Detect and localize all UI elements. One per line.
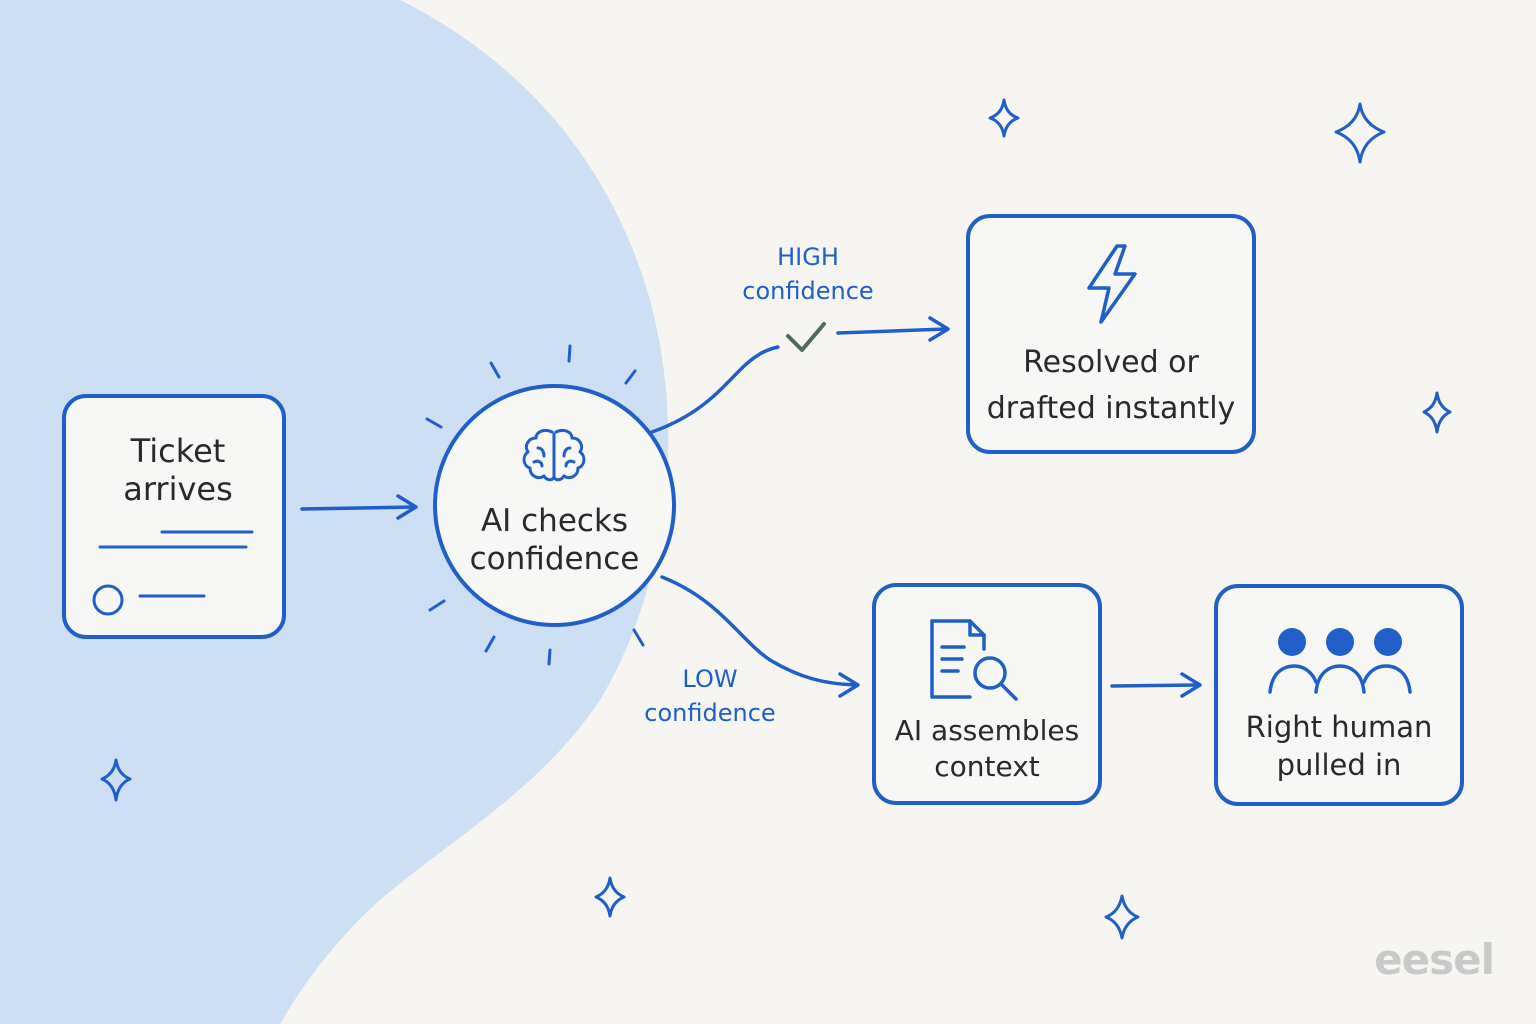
node-ai-assembles-label-line2: context <box>934 750 1040 783</box>
arrow-low-to-assemble <box>660 575 860 698</box>
node-resolved-label: Resolved or drafted instantly <box>970 340 1252 432</box>
node-ticket-arrives: Ticket arrives <box>62 394 286 639</box>
document-lines-icon <box>92 530 254 616</box>
sparkle-icon <box>1104 894 1140 940</box>
sparkle-icon <box>1422 391 1452 434</box>
sparkle-icon <box>1334 102 1386 164</box>
sparkle-icon <box>100 758 132 802</box>
node-ticket-label-line2: arrives <box>123 470 233 508</box>
node-ai-checks-label-line2: confidence <box>469 541 640 577</box>
branch-high-label: HIGH confidence <box>728 240 888 308</box>
branch-low-label: LOW confidence <box>630 662 790 730</box>
node-resolved: Resolved or drafted instantly <box>966 214 1256 454</box>
node-resolved-label-line2: drafted instantly <box>986 391 1236 426</box>
node-ai-checks: AI checks confidence <box>433 384 676 627</box>
node-ticket-label-line1: Ticket <box>130 432 226 470</box>
radiating-ticks <box>425 344 645 666</box>
node-right-human-label-line2: pulled in <box>1276 748 1402 782</box>
brain-icon <box>522 428 586 482</box>
branch-high-line1: HIGH <box>777 243 839 271</box>
node-ai-checks-label: AI checks confidence <box>437 502 672 578</box>
node-resolved-label-line1: Resolved or <box>1023 345 1199 380</box>
node-ai-assembles: AI assembles context <box>872 583 1102 805</box>
node-right-human-label-line1: Right human <box>1245 710 1433 744</box>
sparkle-icon <box>594 876 626 918</box>
branch-high-line2: confidence <box>742 277 874 305</box>
lightning-bolt-icon <box>1087 244 1137 324</box>
document-search-icon <box>930 619 1018 701</box>
node-ai-assembles-label: AI assembles context <box>876 713 1098 785</box>
node-ticket-label: Ticket arrives <box>66 432 290 508</box>
branch-low-line1: LOW <box>682 665 738 693</box>
node-right-human: Right human pulled in <box>1214 584 1464 806</box>
node-ai-assembles-label-line1: AI assembles <box>894 714 1080 747</box>
background-blob <box>0 0 669 1024</box>
arrow-ticket-to-ai <box>300 494 418 520</box>
people-group-icon <box>1268 628 1412 694</box>
brand-logo: eesel <box>1374 935 1495 984</box>
checkmark-icon <box>786 322 826 352</box>
arrow-assemble-to-human <box>1110 672 1202 698</box>
sparkle-icon <box>988 98 1020 138</box>
node-ai-checks-label-line1: AI checks <box>480 503 629 539</box>
connector-high-curve <box>650 345 780 434</box>
sparkle-icons <box>100 98 1452 940</box>
node-right-human-label: Right human pulled in <box>1218 708 1460 784</box>
branch-low-line2: confidence <box>644 699 776 727</box>
arrow-high-to-resolved <box>836 316 950 342</box>
